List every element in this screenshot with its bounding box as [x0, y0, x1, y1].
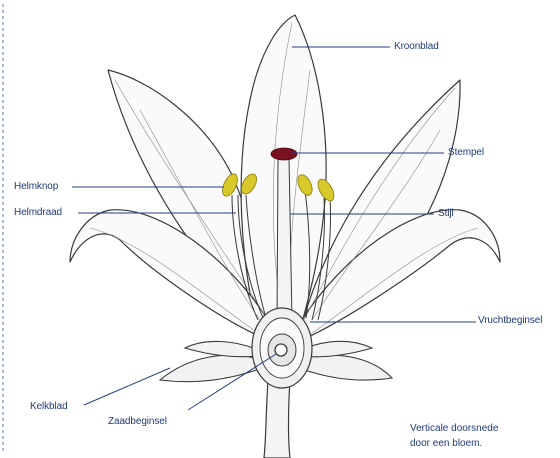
stem	[264, 380, 290, 458]
label-helmdraad: Helmdraad	[14, 207, 62, 218]
label-vruchtbeginsel: Vruchtbeginsel	[478, 315, 542, 326]
label-zaadbeginsel: Zaadbeginsel	[108, 416, 167, 427]
sepal-right	[298, 355, 392, 380]
caption-line-1: Verticale doorsnede	[410, 421, 550, 436]
stigma	[271, 148, 297, 160]
label-stijl: Stijl	[438, 208, 454, 219]
caption-line-2: door een bloem.	[410, 436, 550, 451]
caption: Verticale doorsnede door een bloem.	[410, 421, 550, 451]
sepal-left-2	[185, 341, 258, 356]
sepal-left	[160, 355, 262, 381]
label-kelkblad: Kelkblad	[30, 401, 68, 412]
ovule	[275, 344, 287, 356]
leader-kelkblad	[84, 368, 170, 405]
label-stempel: Stempel	[448, 147, 484, 158]
label-kroonblad: Kroonblad	[394, 41, 439, 52]
ovary	[252, 308, 312, 388]
label-helmknop: Helmknop	[14, 181, 58, 192]
style	[277, 158, 292, 320]
